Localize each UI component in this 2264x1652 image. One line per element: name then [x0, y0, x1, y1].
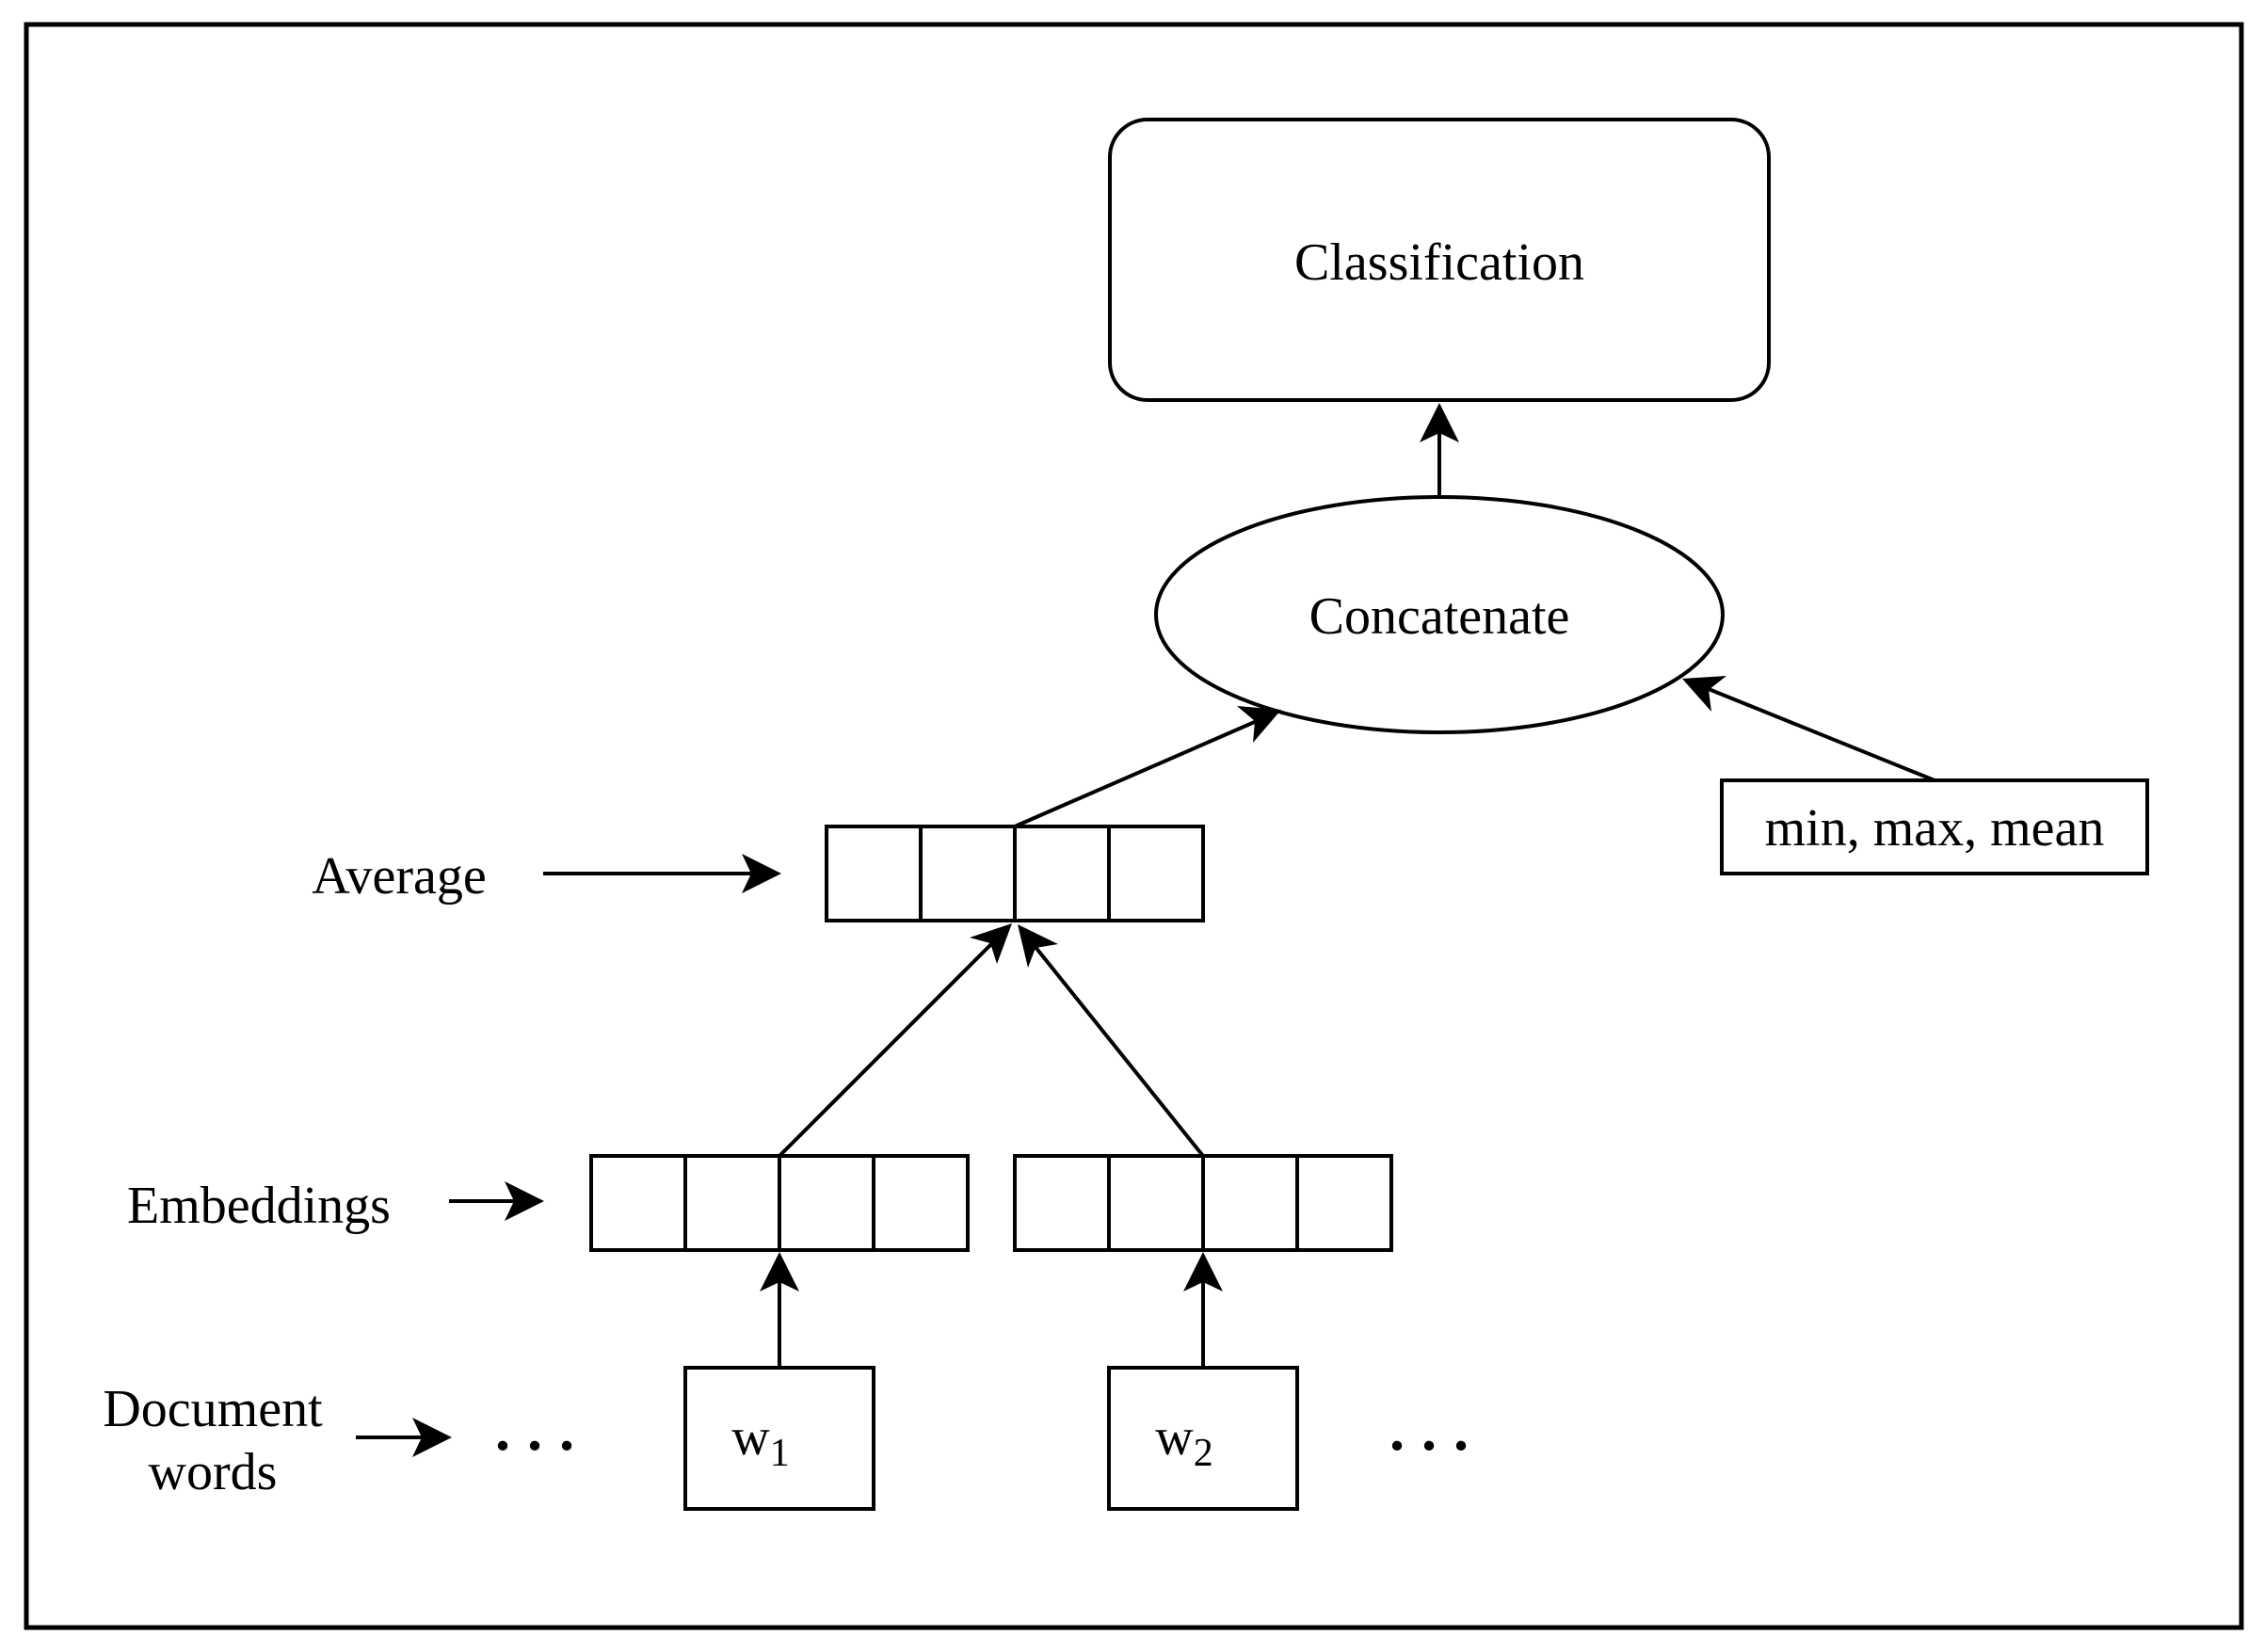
document-words-pointer-arrow [356, 1418, 452, 1457]
arrow-average-to-concat [1014, 706, 1281, 828]
concatenate-ellipse [1154, 495, 1725, 734]
classification-box [1108, 118, 1771, 402]
embeddings-pointer-arrow [449, 1181, 544, 1221]
arrow-embedding1-to-average [778, 923, 1012, 1158]
arrow-stats-to-concat [1682, 676, 1935, 782]
embedding-vector-1 [589, 1154, 970, 1252]
average-vector [825, 825, 1205, 922]
document-words-label-line2: words [149, 1443, 278, 1501]
ellipsis-left: ... [495, 1396, 591, 1463]
arrow-word2-to-embedding [1183, 1252, 1223, 1368]
average-pointer-arrow [543, 854, 781, 893]
arrow-embedding2-to-average [1018, 924, 1205, 1158]
stats-label: min, max, mean [1765, 799, 2105, 858]
average-label: Average [312, 847, 487, 906]
word-box-1 [683, 1366, 875, 1511]
document-words-label: Document [103, 1380, 323, 1438]
word-2-label: w2 [1155, 1408, 1212, 1475]
arrow-word1-to-embedding [760, 1252, 799, 1368]
embedding-vector-2 [1013, 1154, 1393, 1252]
word-1-label: w1 [731, 1408, 789, 1475]
word-box-2 [1107, 1366, 1299, 1511]
classification-label: Classification [1294, 233, 1584, 292]
ellipsis-right: ... [1389, 1396, 1485, 1463]
stats-box [1720, 778, 2149, 875]
arrow-concat-to-classification [1420, 403, 1459, 497]
concatenate-label: Concatenate [1309, 587, 1570, 646]
embeddings-label: Embeddings [127, 1177, 391, 1235]
